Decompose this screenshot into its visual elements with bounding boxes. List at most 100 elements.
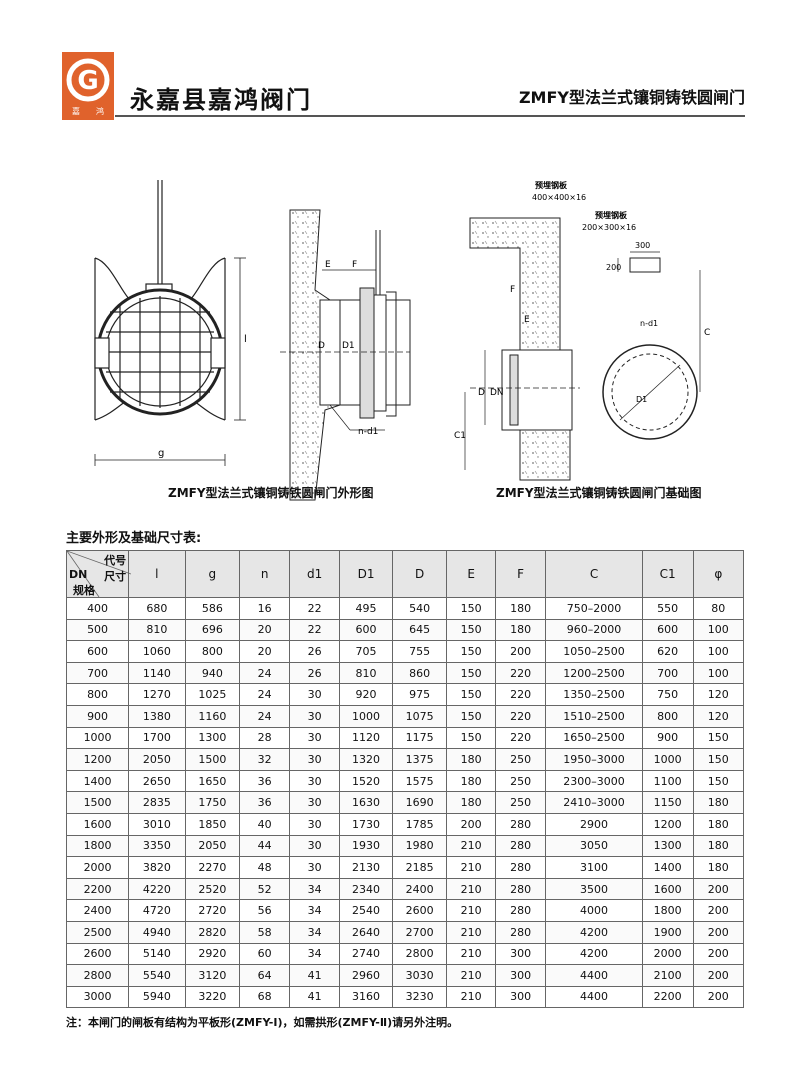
table-cell: 180 [446,748,496,771]
table-cell: 5540 [128,964,186,987]
table-cell: 210 [446,877,496,901]
table-cell: 940 [184,661,241,685]
table-cell: 30 [289,726,341,750]
table-cell: 280 [494,899,547,922]
table-cell: 2700 [391,920,448,944]
table-cell: 24 [239,683,291,706]
table-cell: 150 [692,769,745,793]
table-cell: 860 [391,661,448,685]
table-cell: 28 [239,726,291,750]
table-title: 主要外形及基础尺寸表: [66,531,202,546]
table-cell: 4000 [545,899,643,922]
table-cell: 620 [641,640,694,663]
table-cell: 250 [494,791,547,814]
table-cell: 200 [446,812,496,836]
document-title: ZMFY型法兰式镶铜铸铁圆闸门 [518,88,745,107]
table-cell: 4720 [128,899,186,922]
table-cell: 696 [184,618,241,642]
table-cell: 220 [494,661,547,685]
table-cell: 1785 [391,812,448,836]
plate2-title: 预埋钢板 [595,210,628,220]
table-cell: 34 [289,877,341,901]
table-cell: 200 [494,640,547,663]
table-cell: 1100 [641,769,694,793]
table-cell: 56 [239,899,291,922]
table-cell: 68 [239,985,291,1009]
table-cell: 30 [289,704,341,728]
table-cell: 24 [239,704,291,728]
table-cell: 36 [239,791,291,814]
table-cell: 280 [494,856,547,879]
table-cell: 210 [446,985,496,1009]
header-divider [115,115,745,117]
table-cell: 2400 [391,877,448,901]
table-cell: 4220 [128,877,186,901]
table-cell: 700 [641,661,694,685]
dim-label-d1-right: D1 [636,395,647,404]
table-cell: 300 [494,942,547,966]
table-cell-dn: 2500 [65,920,130,944]
table-cell: 60 [239,942,291,966]
table-cell: 80 [692,597,745,620]
table-cell: 40 [239,812,291,836]
company-logo: G 嘉 鸿 [62,52,114,120]
table-cell: 960–2000 [545,618,643,642]
table-cell: 150 [446,726,496,750]
table-cell: 200 [692,877,745,901]
table-cell: 280 [494,920,547,944]
table-cell: 30 [289,769,341,793]
page-header: G 嘉 鸿 永嘉县嘉鸿阀门 ZMFY型法兰式镶铜铸铁圆闸门 [0,0,800,125]
table-cell: 1175 [391,726,448,750]
table-cell: 210 [446,856,496,879]
table-cell: 250 [494,748,547,771]
table-cell: 100 [692,618,745,642]
table-cell: 180 [692,834,745,858]
column-header: l [128,550,186,598]
dim-label-200: 200 [606,263,621,272]
table-cell: 180 [692,856,745,879]
table-cell: 2600 [391,899,448,922]
table-cell: 2050 [128,748,186,771]
table-cell: 48 [239,856,291,879]
table-cell: 26 [289,661,341,685]
table-cell: 1320 [339,748,393,771]
table-cell: 2740 [339,942,393,966]
table-cell: 2185 [391,856,448,879]
gate-side-section [280,209,411,501]
table-cell: 1900 [641,920,694,944]
table-cell: 1850 [184,812,241,836]
table-cell: 1400 [641,856,694,879]
table-cell: 34 [289,899,341,922]
table-cell: 36 [239,769,291,793]
table-cell: 1630 [339,791,393,814]
gate-front-view [94,180,246,466]
company-name: 永嘉县嘉鸿阀门 [130,86,312,114]
table-cell: 920 [339,683,393,706]
table-cell: 2300–3000 [545,769,643,793]
table-cell: 26 [289,640,341,663]
table-cell: 220 [494,726,547,750]
table-cell: 30 [289,812,341,836]
dim-label-e-left: E [325,260,331,270]
table-cell: 30 [289,748,341,771]
table-cell: 22 [289,618,341,642]
plate2-size: 200×300×16 [582,223,636,232]
left-drawing-caption: ZMFY型法兰式镶铜铸铁圆闸门外形图 [168,486,374,500]
dim-label-g: g [158,448,164,459]
column-header: F [494,550,547,598]
table-cell: 800 [641,704,694,728]
table-cell: 2650 [128,769,186,793]
dim-label-f-left: F [352,260,357,270]
table-cell: 5140 [128,942,186,966]
table-cell: 2900 [545,812,643,836]
table-cell: 4400 [545,964,643,987]
